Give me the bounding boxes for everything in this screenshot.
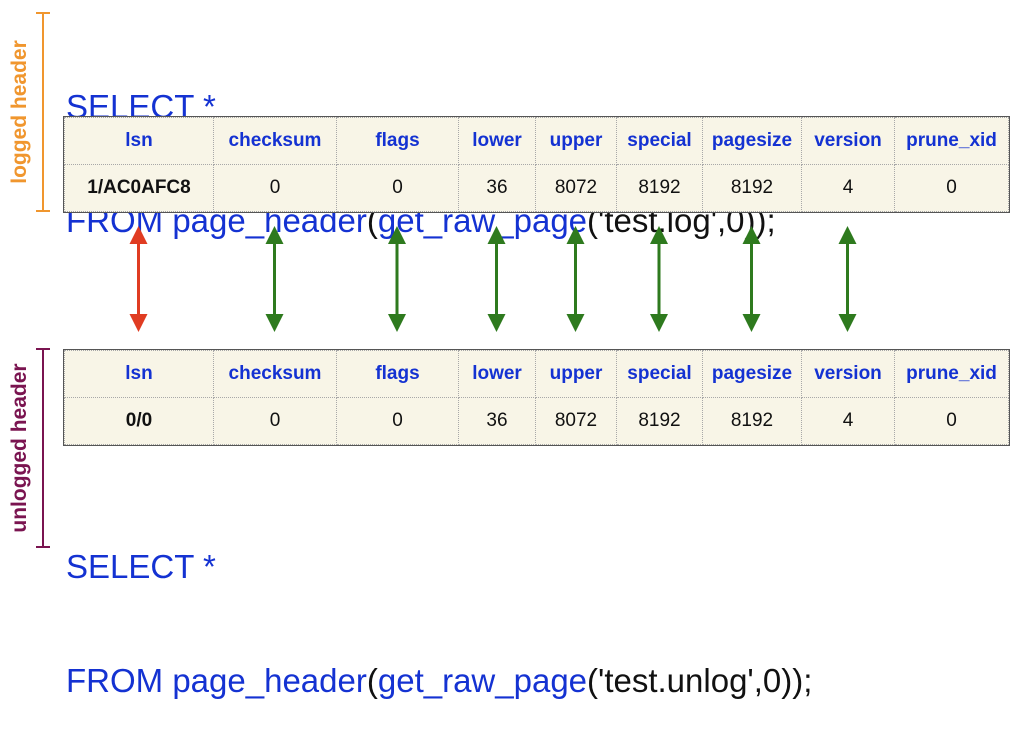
- unlogged-header-table: lsn checksum flags lower upper special p…: [63, 349, 1010, 446]
- function-args: ('test.unlog',0));: [587, 662, 813, 699]
- unlogged-upper: 8072: [535, 397, 617, 445]
- double-arrow-upper: [566, 226, 585, 332]
- col-lsn: lsn: [64, 350, 214, 398]
- unlogged-query-line1: SELECT *: [66, 548, 216, 585]
- col-prune-xid: prune_xid: [894, 350, 1009, 398]
- logged-flags: 0: [336, 164, 459, 212]
- logged-lsn: 1/AC0AFC8: [64, 164, 214, 212]
- from-keyword: FROM: [66, 662, 164, 699]
- double-arrow-version: [838, 226, 857, 332]
- unlogged-lsn: 0/0: [64, 397, 214, 445]
- unlogged-flags: 0: [336, 397, 459, 445]
- col-version: version: [801, 350, 895, 398]
- logged-version: 4: [801, 164, 895, 212]
- unlogged-version: 4: [801, 397, 895, 445]
- unlogged-checksum: 0: [213, 397, 337, 445]
- logged-checksum: 0: [213, 164, 337, 212]
- col-pagesize: pagesize: [702, 350, 802, 398]
- logged-prune-xid: 0: [894, 164, 1009, 212]
- unlogged-query: SELECT * FROM page_header(get_raw_page('…: [66, 472, 812, 738]
- get-raw-page-fn: get_raw_page: [377, 662, 588, 699]
- unlogged-query-line2: FROM page_header(get_raw_page('test.unlo…: [66, 662, 812, 700]
- col-special: special: [616, 350, 703, 398]
- unlogged-value-row: 0/0 0 0 36 8072 8192 8192 4 0: [64, 397, 1009, 445]
- col-pagesize: pagesize: [702, 117, 802, 165]
- logged-upper: 8072: [535, 164, 617, 212]
- col-prune-xid: prune_xid: [894, 117, 1009, 165]
- unlogged-special: 8192: [616, 397, 703, 445]
- comparison-arrows: [129, 226, 857, 332]
- double-arrow-special: [650, 226, 668, 332]
- logged-pagesize: 8192: [702, 164, 802, 212]
- unlogged-header-row: lsn checksum flags lower upper special p…: [64, 350, 1009, 398]
- col-lower: lower: [458, 350, 536, 398]
- logged-header-table: lsn checksum flags lower upper special p…: [63, 116, 1010, 213]
- unlogged-pagesize: 8192: [702, 397, 802, 445]
- logged-value-row: 1/AC0AFC8 0 0 36 8072 8192 8192 4 0: [64, 164, 1009, 212]
- double-arrow-checksum: [265, 226, 284, 332]
- open-paren: (: [366, 662, 378, 699]
- page-header-fn: page_header: [172, 662, 367, 699]
- double-arrow-pagesize: [742, 226, 761, 332]
- col-special: special: [616, 117, 703, 165]
- double-arrow-lower: [487, 226, 506, 332]
- col-flags: flags: [336, 117, 459, 165]
- logged-special: 8192: [616, 164, 703, 212]
- unlogged-header-bracket: [36, 348, 50, 548]
- open-paren: (: [366, 202, 378, 239]
- double-arrow-lsn: [129, 226, 148, 332]
- logged-header-bracket: [36, 12, 50, 212]
- unlogged-prune-xid: 0: [894, 397, 1009, 445]
- double-arrow-flags: [388, 226, 406, 332]
